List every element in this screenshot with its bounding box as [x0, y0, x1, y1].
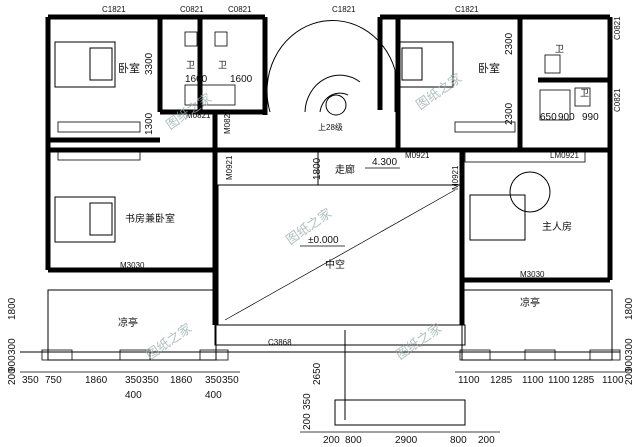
code-c1821-b: C1821: [332, 5, 356, 14]
dims-bottom-center-item: 800: [450, 435, 467, 446]
dim-fixture-650: 650: [540, 112, 557, 123]
code-m3030-a: M3030: [120, 261, 145, 270]
opening-codes: C1821 C0821 C0821 C1821 C1821 C0821 C082…: [102, 5, 622, 347]
dims-bottom-right-item: 1100: [458, 375, 480, 386]
dim-right-300: 300: [624, 338, 635, 355]
dims-bottom-left-item: 350: [22, 375, 39, 386]
dims-bottom-center: 200 800 2900 800 200: [323, 435, 495, 446]
dims-bottom-right-item: 1100: [522, 375, 544, 386]
room-label-bedroom-right: 卧室: [478, 61, 500, 75]
room-label-study: 书房兼卧室: [125, 212, 175, 225]
dim-bottom-left-sub-1: 400: [125, 390, 142, 401]
dims-bottom-right-item: 1100: [548, 375, 570, 386]
room-label-master: 主人房: [542, 220, 572, 233]
stairs-label: 上28级: [318, 122, 343, 132]
dim-left-1300: 1300: [144, 112, 155, 135]
dim-center-2650: 2650: [312, 362, 323, 385]
room-label-pavilion-left: 凉亭: [118, 316, 138, 329]
radiator-strips: [41, 121, 621, 361]
dim-left-3300: 3300: [144, 52, 155, 75]
dim-left-200: 200: [7, 368, 18, 385]
dims-bottom-left-item: 750: [45, 375, 62, 386]
code-c3868: C3868: [268, 338, 292, 347]
dims-bottom-left-item: 350: [125, 375, 142, 386]
code-lm0921: LM0921: [550, 151, 579, 160]
room-label-wc-3: 卫: [555, 45, 564, 55]
code-c0821-a: C0821: [180, 5, 204, 14]
dims-bottom-left-item: 1860: [85, 375, 108, 386]
level-atrium: ±0.000: [308, 235, 339, 246]
room-label-pavilion-right: 凉亭: [520, 296, 540, 309]
dim-center-200: 200: [302, 413, 313, 430]
dim-fixture-1600-b: 1600: [230, 74, 253, 85]
dim-right-900: 900: [624, 355, 635, 372]
code-m0821-b: M0821: [223, 109, 232, 134]
code-m0921-a: M0921: [225, 155, 234, 180]
code-c1821-c: C1821: [455, 5, 479, 14]
code-c0821-r1: C0821: [613, 16, 622, 40]
room-label-corridor: 走廊: [335, 163, 355, 176]
room-label-bedroom-left: 卧室: [118, 61, 140, 75]
dim-right-2300-a: 2300: [504, 32, 515, 55]
code-m0821-a: M0821: [186, 111, 211, 120]
dim-right-2300-b: 2300: [504, 102, 515, 125]
dim-left-900: 900: [7, 355, 18, 372]
dims-bottom-center-item: 2900: [395, 435, 418, 446]
code-c0821-b: C0821: [228, 5, 252, 14]
code-c1821-a: C1821: [102, 5, 126, 14]
code-m3030-b: M3030: [520, 270, 545, 279]
spiral-staircase: [266, 19, 396, 116]
watermark: 图纸之家: [413, 70, 465, 113]
dim-center-1800: 1800: [312, 157, 323, 180]
dim-bottom-left-sub-2: 400: [205, 390, 222, 401]
room-label-wc-1: 卫: [186, 61, 195, 71]
level-corridor: 4.300: [372, 157, 397, 168]
dim-left-1800: 1800: [7, 297, 18, 320]
dims-bottom-right-item: 1285: [572, 375, 595, 386]
code-m0921-c: M0921: [451, 165, 460, 190]
watermark: 图纸之家: [143, 320, 195, 363]
dim-center-350: 350: [302, 393, 313, 410]
dims-bottom-center-item: 800: [345, 435, 362, 446]
dims-bottom-right-item: 1285: [490, 375, 513, 386]
dim-left-300: 300: [7, 338, 18, 355]
dims-bottom-right-item: 1100: [602, 375, 624, 386]
dims-bottom-left-item: 350: [142, 375, 159, 386]
dims-bottom-left-item: 350: [205, 375, 222, 386]
dim-right-1800: 1800: [624, 297, 635, 320]
room-label-atrium: 中空: [325, 258, 345, 271]
toilet-icon: [184, 31, 591, 121]
room-label-wc-2: 卫: [218, 61, 227, 71]
bed-icon: [54, 41, 551, 243]
room-label-wc-4: 卫: [580, 89, 589, 99]
code-m0921-b: M0921: [405, 151, 430, 160]
code-c0821-r2: C0821: [613, 88, 622, 112]
dim-right-200: 200: [624, 368, 635, 385]
dims-bottom-center-item: 200: [323, 435, 340, 446]
dims-bottom-left-item: 1860: [170, 375, 193, 386]
dims-bottom-center-item: 200: [478, 435, 495, 446]
watermark: 图纸之家: [393, 320, 445, 363]
dims-bottom-left-item: 350: [222, 375, 239, 386]
dim-fixture-1600-a: 1600: [185, 74, 208, 85]
dim-fixture-990: 990: [582, 112, 599, 123]
dim-fixture-900: 900: [558, 112, 575, 123]
